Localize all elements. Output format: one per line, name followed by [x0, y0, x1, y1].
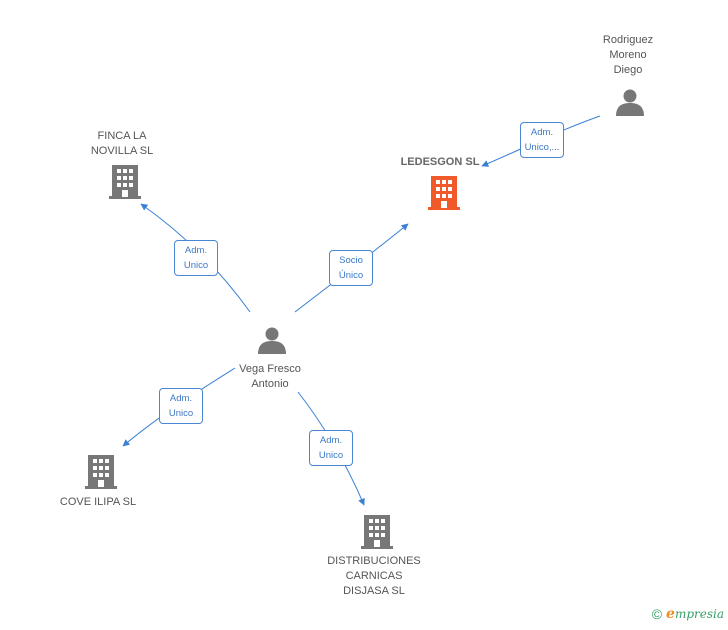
node-label-distribuciones[interactable]: DISTRIBUCIONES CARNICAS DISJASA SL	[327, 555, 421, 597]
edge-label-vega-ledesgon[interactable]: Socio Único	[329, 250, 373, 286]
edge-label-vega-distribuciones[interactable]: Adm. Unico	[309, 430, 353, 466]
edge-label-vega-finca[interactable]: Adm. Unico	[174, 240, 218, 276]
node-label-ledesgon[interactable]: LEDESGON SL	[400, 156, 480, 168]
node-label-cove[interactable]: COVE ILIPA SL	[59, 496, 137, 508]
building-icon[interactable]	[428, 176, 460, 210]
person-icon[interactable]	[258, 327, 286, 355]
building-icon[interactable]	[85, 455, 117, 489]
node-label-rodriguez[interactable]: Rodriguez Moreno Diego	[602, 34, 654, 76]
copyright-icon: ©	[651, 606, 663, 622]
brand-logo[interactable]: empresia	[666, 606, 724, 622]
brand-footer: © empresia	[652, 606, 724, 622]
node-label-finca[interactable]: FINCA LA NOVILLA SL	[90, 130, 154, 157]
person-icon[interactable]	[616, 89, 644, 117]
building-icon[interactable]	[109, 165, 141, 199]
building-icon[interactable]	[361, 515, 393, 549]
edge-label-rodriguez-ledesgon[interactable]: Adm. Unico,...	[520, 122, 564, 158]
edge-label-vega-cove[interactable]: Adm. Unico	[159, 388, 203, 424]
node-label-vega[interactable]: Vega Fresco Antonio	[239, 363, 301, 390]
